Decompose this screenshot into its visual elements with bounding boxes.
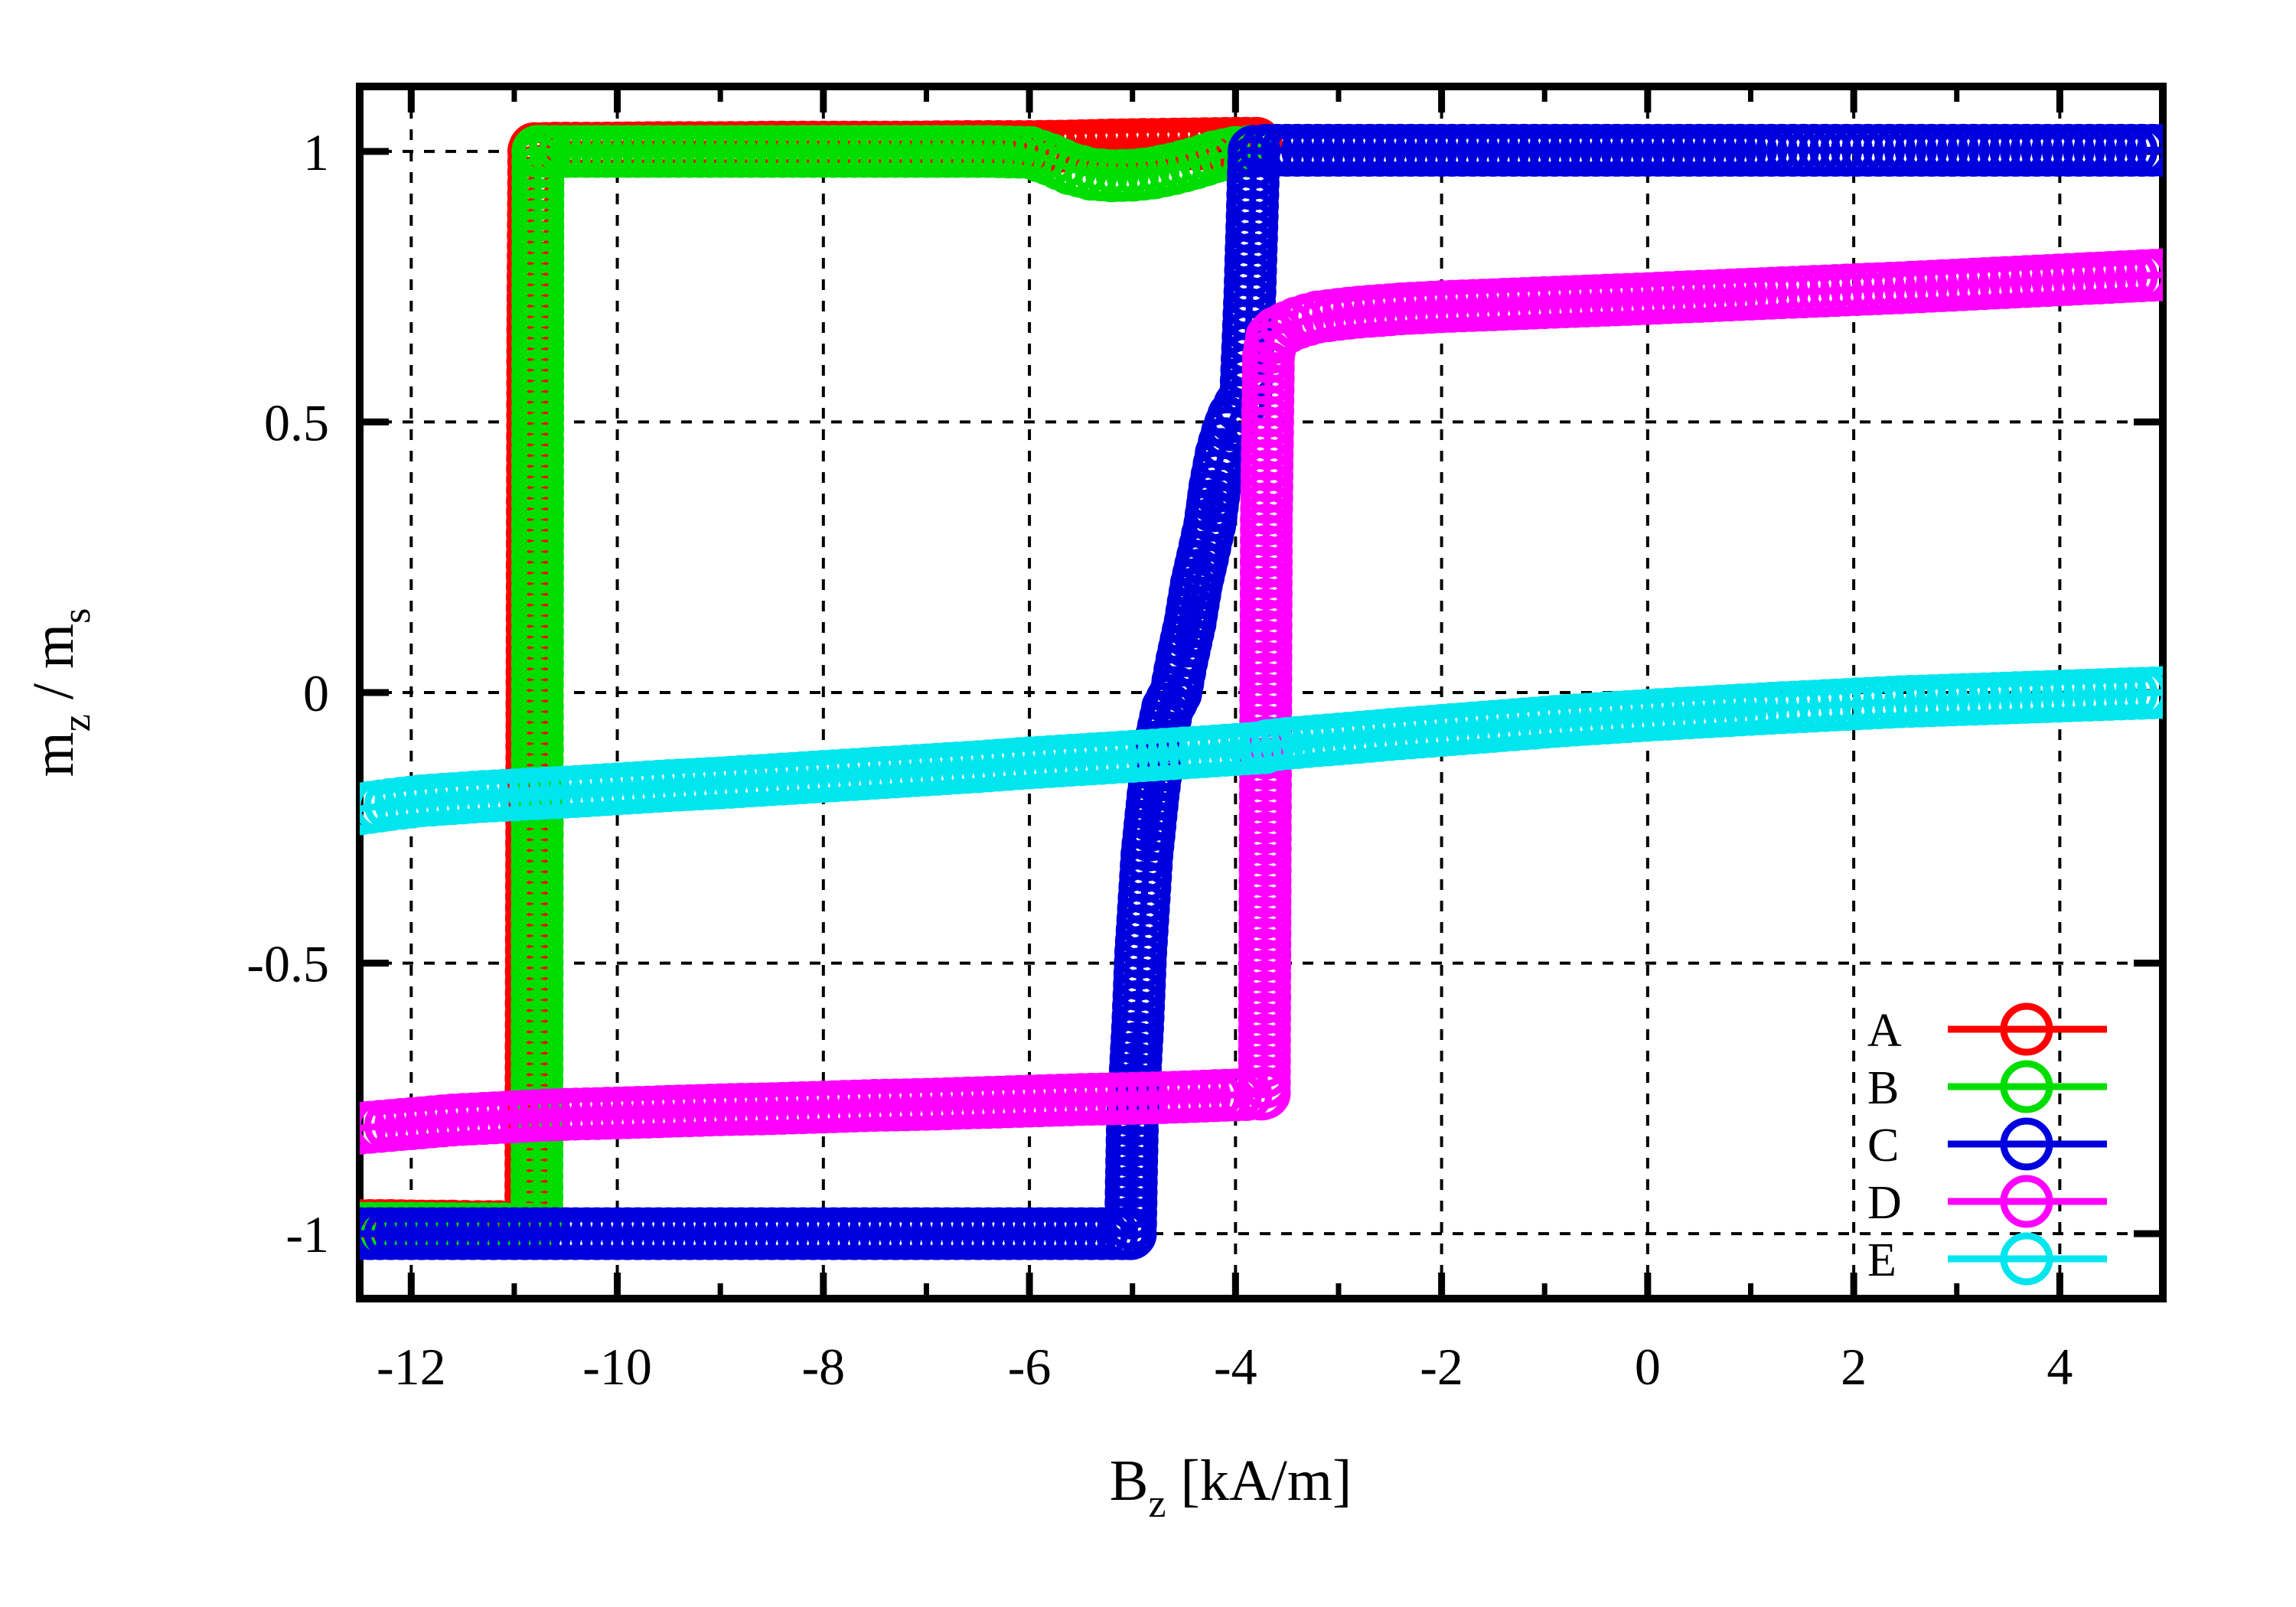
legend-item-D[interactable]: D: [1867, 1175, 2107, 1229]
y-tick-labels: 1 0.5 0 -0.5 -1: [246, 123, 329, 1263]
legend-marker-D: [2000, 1175, 2053, 1228]
x-axis-title: Bz [kA/m]: [1110, 1449, 1352, 1526]
data-point-marker: [2136, 248, 2163, 302]
legend-marker-A: [2000, 1002, 2053, 1056]
legend-item-B[interactable]: B: [1867, 1060, 2107, 1114]
y-tick-label: -1: [285, 1205, 329, 1263]
series-C: [360, 123, 2163, 1260]
x-tick-label: -8: [802, 1338, 846, 1396]
data-point-marker: [360, 782, 386, 836]
data-point-marker: [360, 1207, 386, 1260]
legend-marker-E: [2000, 1232, 2053, 1286]
axis-titles: Bz [kA/m] mz / ms: [21, 608, 1352, 1526]
legend-item-E[interactable]: E: [1867, 1232, 2107, 1286]
x-tick-label: 2: [1841, 1338, 1867, 1396]
x-tick-label: -4: [1214, 1338, 1257, 1396]
x-tick-label: -10: [582, 1338, 652, 1396]
y-tick-label: 0.5: [264, 393, 329, 451]
legend-label-B: B: [1867, 1062, 1899, 1114]
series-E: [360, 666, 2163, 836]
data-point-marker: [360, 1101, 386, 1155]
y-tick-label: -0.5: [246, 935, 329, 993]
legend-label-C: C: [1867, 1120, 1899, 1172]
x-tick-label: -2: [1420, 1338, 1463, 1396]
legend-label-A: A: [1867, 1005, 1902, 1057]
data-series: [360, 116, 2163, 1260]
legend-label-D: D: [1867, 1177, 1902, 1229]
y-tick-label: 1: [303, 123, 329, 181]
x-tick-label: -12: [377, 1338, 446, 1396]
x-tick-labels: -12 -10 -8 -6 -4 -2 0 2 4: [377, 1338, 2073, 1396]
data-point-marker: [2136, 123, 2163, 177]
data-point-marker: [2136, 666, 2163, 719]
x-tick-label: -6: [1008, 1338, 1052, 1396]
series-D: [360, 248, 2163, 1155]
legend-marker-B: [2000, 1060, 2053, 1113]
legend-item-A[interactable]: A: [1867, 1002, 2107, 1057]
legend-label-E: E: [1867, 1234, 1896, 1286]
y-axis-title: mz / ms: [21, 608, 99, 777]
legend-item-C[interactable]: C: [1867, 1117, 2107, 1172]
x-tick-label: 0: [1635, 1338, 1661, 1396]
legend-marker-C: [2000, 1117, 2053, 1171]
x-tick-label: 4: [2047, 1338, 2073, 1396]
y-tick-label: 0: [303, 664, 329, 722]
